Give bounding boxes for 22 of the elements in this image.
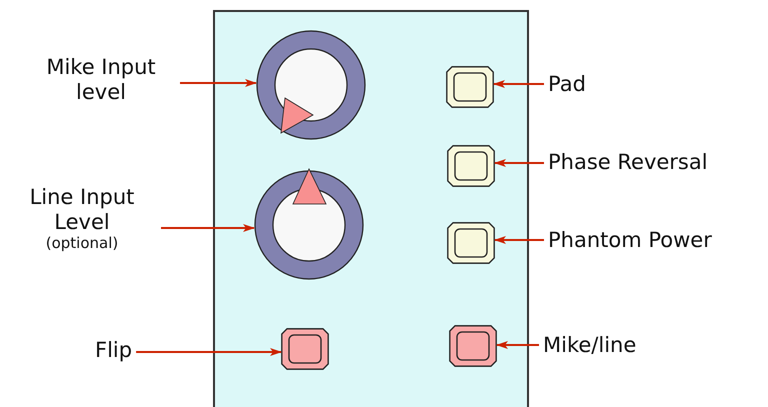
part-label: Phase Reversal [548, 150, 708, 174]
rotary-knob [256, 30, 366, 140]
leader-arrow [136, 348, 282, 356]
part-label: Pad [548, 72, 586, 96]
leader-arrow [494, 159, 544, 167]
leader-arrow [494, 236, 544, 244]
leader-arrow [493, 80, 544, 88]
part-label: Mike Input level [26, 55, 176, 105]
part-label: Line Input Level (optional) [7, 185, 157, 252]
part-label: Mike/line [543, 332, 636, 358]
part-label: Phantom Power [548, 228, 712, 252]
push-button [281, 328, 329, 370]
leader-arrow [496, 341, 539, 349]
push-button [446, 66, 494, 108]
leader-arrow [180, 79, 257, 87]
leader-arrow [161, 224, 255, 232]
channel-panel [213, 10, 529, 407]
part-label: Flip [95, 338, 132, 362]
rotary-knob [254, 170, 364, 280]
push-button [447, 145, 495, 187]
push-button [447, 222, 495, 264]
push-button [449, 325, 497, 367]
